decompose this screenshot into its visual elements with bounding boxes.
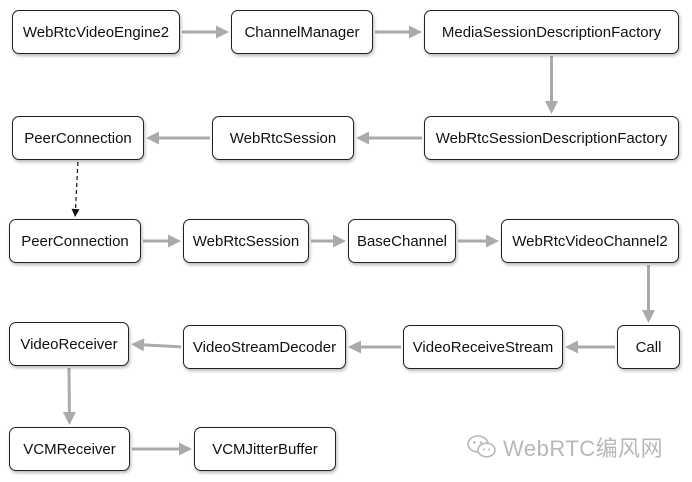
arrowhead-peer-connection-top-to-peer-connection xyxy=(71,208,80,218)
node-video-stream-decoder: VideoStreamDecoder xyxy=(183,325,346,369)
edge-video-stream-decoder-to-video-receiver xyxy=(143,343,182,349)
watermark: WebRTC编风网 xyxy=(467,431,663,463)
wechat-icon xyxy=(467,435,496,458)
node-webrtc-video-engine2: WebRtcVideoEngine2 xyxy=(12,10,180,54)
node-channel-manager: ChannelManager xyxy=(231,10,373,54)
arrowhead-media-session-description-factory-to-webrtc-session-description-factory xyxy=(545,101,558,114)
node-webrtc-video-channel2: WebRtcVideoChannel2 xyxy=(501,219,679,263)
arrowhead-base-channel-to-webrtc-video-channel2 xyxy=(486,234,499,248)
node-peer-connection-top: PeerConnection xyxy=(12,116,144,160)
arrowhead-webrtc-session-description-factory-to-webrtc-session-top xyxy=(356,131,369,145)
node-peer-connection: PeerConnection xyxy=(9,219,141,263)
arrowhead-webrtc-session-top-to-peer-connection-top xyxy=(146,131,159,145)
arrowhead-vcm-receiver-to-vcm-jitter-buffer xyxy=(179,442,192,456)
node-video-receive-stream: VideoReceiveStream xyxy=(403,325,563,369)
arrowhead-webrtc-session-to-base-channel xyxy=(333,234,346,248)
arrowhead-webrtc-video-engine2-to-channel-manager xyxy=(216,25,229,39)
node-media-session-description-factory: MediaSessionDescriptionFactory xyxy=(424,10,679,54)
arrowhead-webrtc-video-channel2-to-call xyxy=(642,310,655,323)
node-vcm-receiver: VCMReceiver xyxy=(9,427,130,471)
edge-peer-connection-top-to-peer-connection xyxy=(74,161,79,210)
node-base-channel: BaseChannel xyxy=(348,219,456,263)
node-webrtc-session: WebRtcSession xyxy=(183,219,309,263)
arrowhead-peer-connection-to-webrtc-session xyxy=(168,234,181,248)
watermark-text: WebRTC编风网 xyxy=(503,436,664,461)
node-webrtc-session-description-factory: WebRtcSessionDescriptionFactory xyxy=(424,116,679,160)
node-webrtc-session-top: WebRtcSession xyxy=(212,116,354,160)
node-vcm-jitter-buffer: VCMJitterBuffer xyxy=(194,427,336,471)
arrowhead-video-receive-stream-to-video-stream-decoder xyxy=(348,340,361,354)
node-video-receiver: VideoReceiver xyxy=(9,322,129,366)
arrowhead-video-stream-decoder-to-video-receiver xyxy=(130,338,145,352)
node-call: Call xyxy=(617,325,680,369)
arrowhead-call-to-video-receive-stream xyxy=(565,340,578,354)
arrowhead-video-receiver-to-vcm-receiver xyxy=(62,411,76,426)
arrowhead-channel-manager-to-media-session-description-factory xyxy=(409,25,422,39)
